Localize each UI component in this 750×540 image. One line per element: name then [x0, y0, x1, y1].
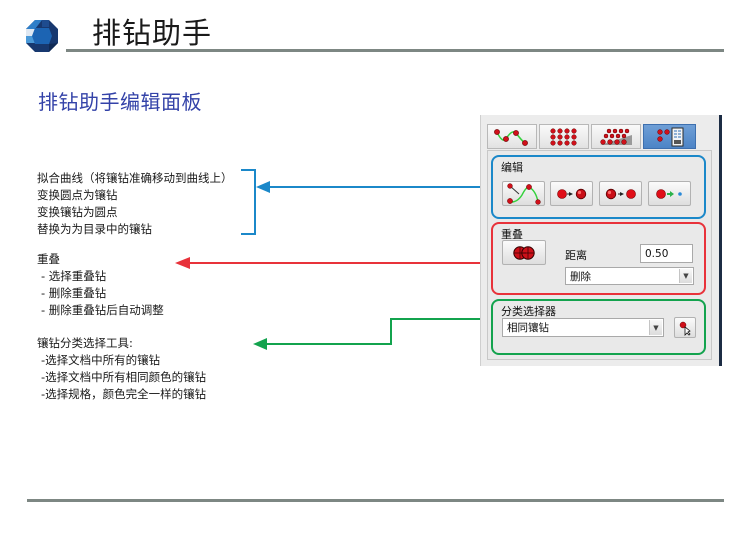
fit-curve-button[interactable]	[502, 181, 545, 206]
tab-curve[interactable]	[487, 124, 537, 149]
edit-description-line: 替换为为目录中的镶钻	[37, 222, 152, 236]
dots-catalog-icon	[656, 127, 683, 146]
tab-grid[interactable]	[539, 124, 589, 149]
section-subtitle: 排钻助手编辑面板	[38, 90, 202, 114]
tab-catalog[interactable]	[643, 124, 696, 149]
drill-assistant-panel: 编辑	[480, 115, 722, 366]
chevron-down-icon[interactable]: ▼	[679, 269, 692, 283]
edit-group-label: 编辑	[501, 161, 523, 174]
edit-arrow-head	[256, 181, 270, 193]
category-selector-label: 分类选择器	[501, 305, 556, 318]
overlap-action-select[interactable]: 删除 ▼	[565, 267, 694, 285]
fit-curve-icon	[506, 182, 541, 205]
grid-dots-icon	[550, 127, 577, 146]
selector-description: 镶钻分类选择工具: -选择文档中所有的镶钻 -选择文档中所有相同颜色的镶钻 -选…	[37, 335, 206, 403]
distance-input[interactable]: 0.50	[640, 244, 693, 263]
tab-staggered[interactable]	[591, 124, 641, 149]
overlap-description: 重叠 - 选择重叠钻 - 删除重叠钻 - 删除重叠钻后自动调整	[37, 251, 164, 319]
sapphire-gem-icon	[26, 20, 58, 52]
title-divider	[66, 49, 724, 52]
stone-to-dot-icon	[605, 188, 636, 199]
overlap-button[interactable]	[502, 240, 546, 265]
overlap-group-label: 重叠	[501, 228, 523, 241]
footer-divider	[27, 499, 724, 502]
pick-stone-button[interactable]	[674, 317, 696, 338]
curve-dots-icon	[494, 128, 528, 146]
overlap-description-item: - 删除重叠钻	[41, 286, 107, 300]
dot-to-stone-icon	[556, 188, 586, 199]
selector-description-item: -选择文档中所有相同颜色的镶钻	[41, 370, 207, 384]
chevron-down-icon[interactable]: ▼	[649, 320, 662, 335]
stone-to-dot-button[interactable]	[599, 181, 642, 206]
overlap-stones-icon	[513, 245, 535, 260]
page-title: 排钻助手	[92, 16, 213, 50]
selector-arrow-line	[266, 318, 492, 345]
overlap-arrow-head	[175, 257, 190, 269]
overlap-action-value: 删除	[570, 270, 591, 283]
edit-bracket	[241, 169, 256, 235]
edit-description-line: 变换圆点为镶钻	[37, 188, 118, 202]
category-select-value: 相同镶钻	[507, 322, 549, 334]
pick-stone-cursor-icon	[679, 321, 691, 336]
selector-description-item: -选择规格，颜色完全一样的镶钻	[41, 387, 207, 401]
replace-from-catalog-icon	[655, 188, 682, 199]
overlap-description-item: - 删除重叠钻后自动调整	[41, 303, 164, 317]
distance-label: 距离	[565, 249, 587, 262]
panel-tabs	[487, 124, 696, 149]
selector-description-item: -选择文档中所有的镶钻	[41, 353, 161, 367]
edit-description-line: 变换镶钻为圆点	[37, 205, 118, 219]
category-selector-group: 分类选择器 相同镶钻 ▼	[491, 299, 706, 355]
staggered-dots-icon	[600, 128, 632, 145]
selector-arrow-head	[253, 338, 267, 350]
overlap-description-heading: 重叠	[37, 252, 60, 266]
overlap-group: 重叠 距离 0.50 删除 ▼	[491, 222, 706, 295]
edit-description: 拟合曲线（将镶钻准确移动到曲线上） 变换圆点为镶钻 变换镶钻为圆点 替换为为目录…	[37, 170, 233, 238]
edit-description-line: 拟合曲线（将镶钻准确移动到曲线上）	[37, 171, 233, 185]
category-select[interactable]: 相同镶钻 ▼	[502, 318, 664, 337]
dot-to-stone-button[interactable]	[550, 181, 593, 206]
overlap-description-item: - 选择重叠钻	[41, 269, 107, 283]
edit-group: 编辑	[491, 155, 706, 219]
replace-from-catalog-button[interactable]	[648, 181, 691, 206]
selector-description-heading: 镶钻分类选择工具:	[37, 336, 133, 350]
